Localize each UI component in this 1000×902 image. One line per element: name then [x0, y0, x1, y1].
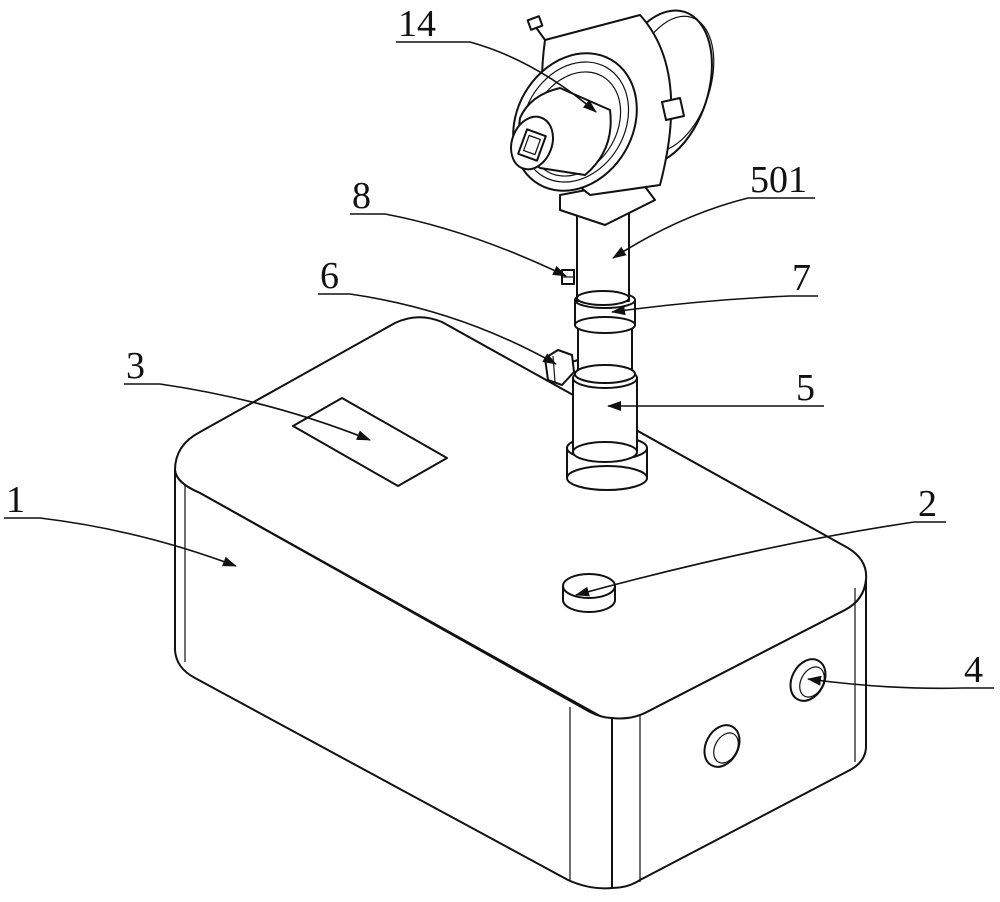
leader-7 — [612, 296, 790, 312]
ref-label-5: 5 — [796, 367, 815, 409]
set-screw — [562, 270, 574, 284]
ref-label-7: 7 — [792, 257, 811, 299]
ref-label-6: 6 — [320, 255, 339, 297]
top-button — [563, 574, 615, 612]
leader-8 — [385, 214, 566, 276]
ref-label-4: 4 — [964, 649, 983, 691]
ref-label-1: 1 — [6, 479, 25, 521]
ref-label-8: 8 — [352, 175, 371, 217]
ref-label-14: 14 — [398, 3, 436, 45]
ref-label-3: 3 — [126, 345, 145, 387]
ref-label-2: 2 — [918, 483, 937, 525]
sensor-head — [489, 0, 731, 213]
base-box — [175, 317, 866, 888]
ref-label-501: 501 — [750, 159, 807, 201]
